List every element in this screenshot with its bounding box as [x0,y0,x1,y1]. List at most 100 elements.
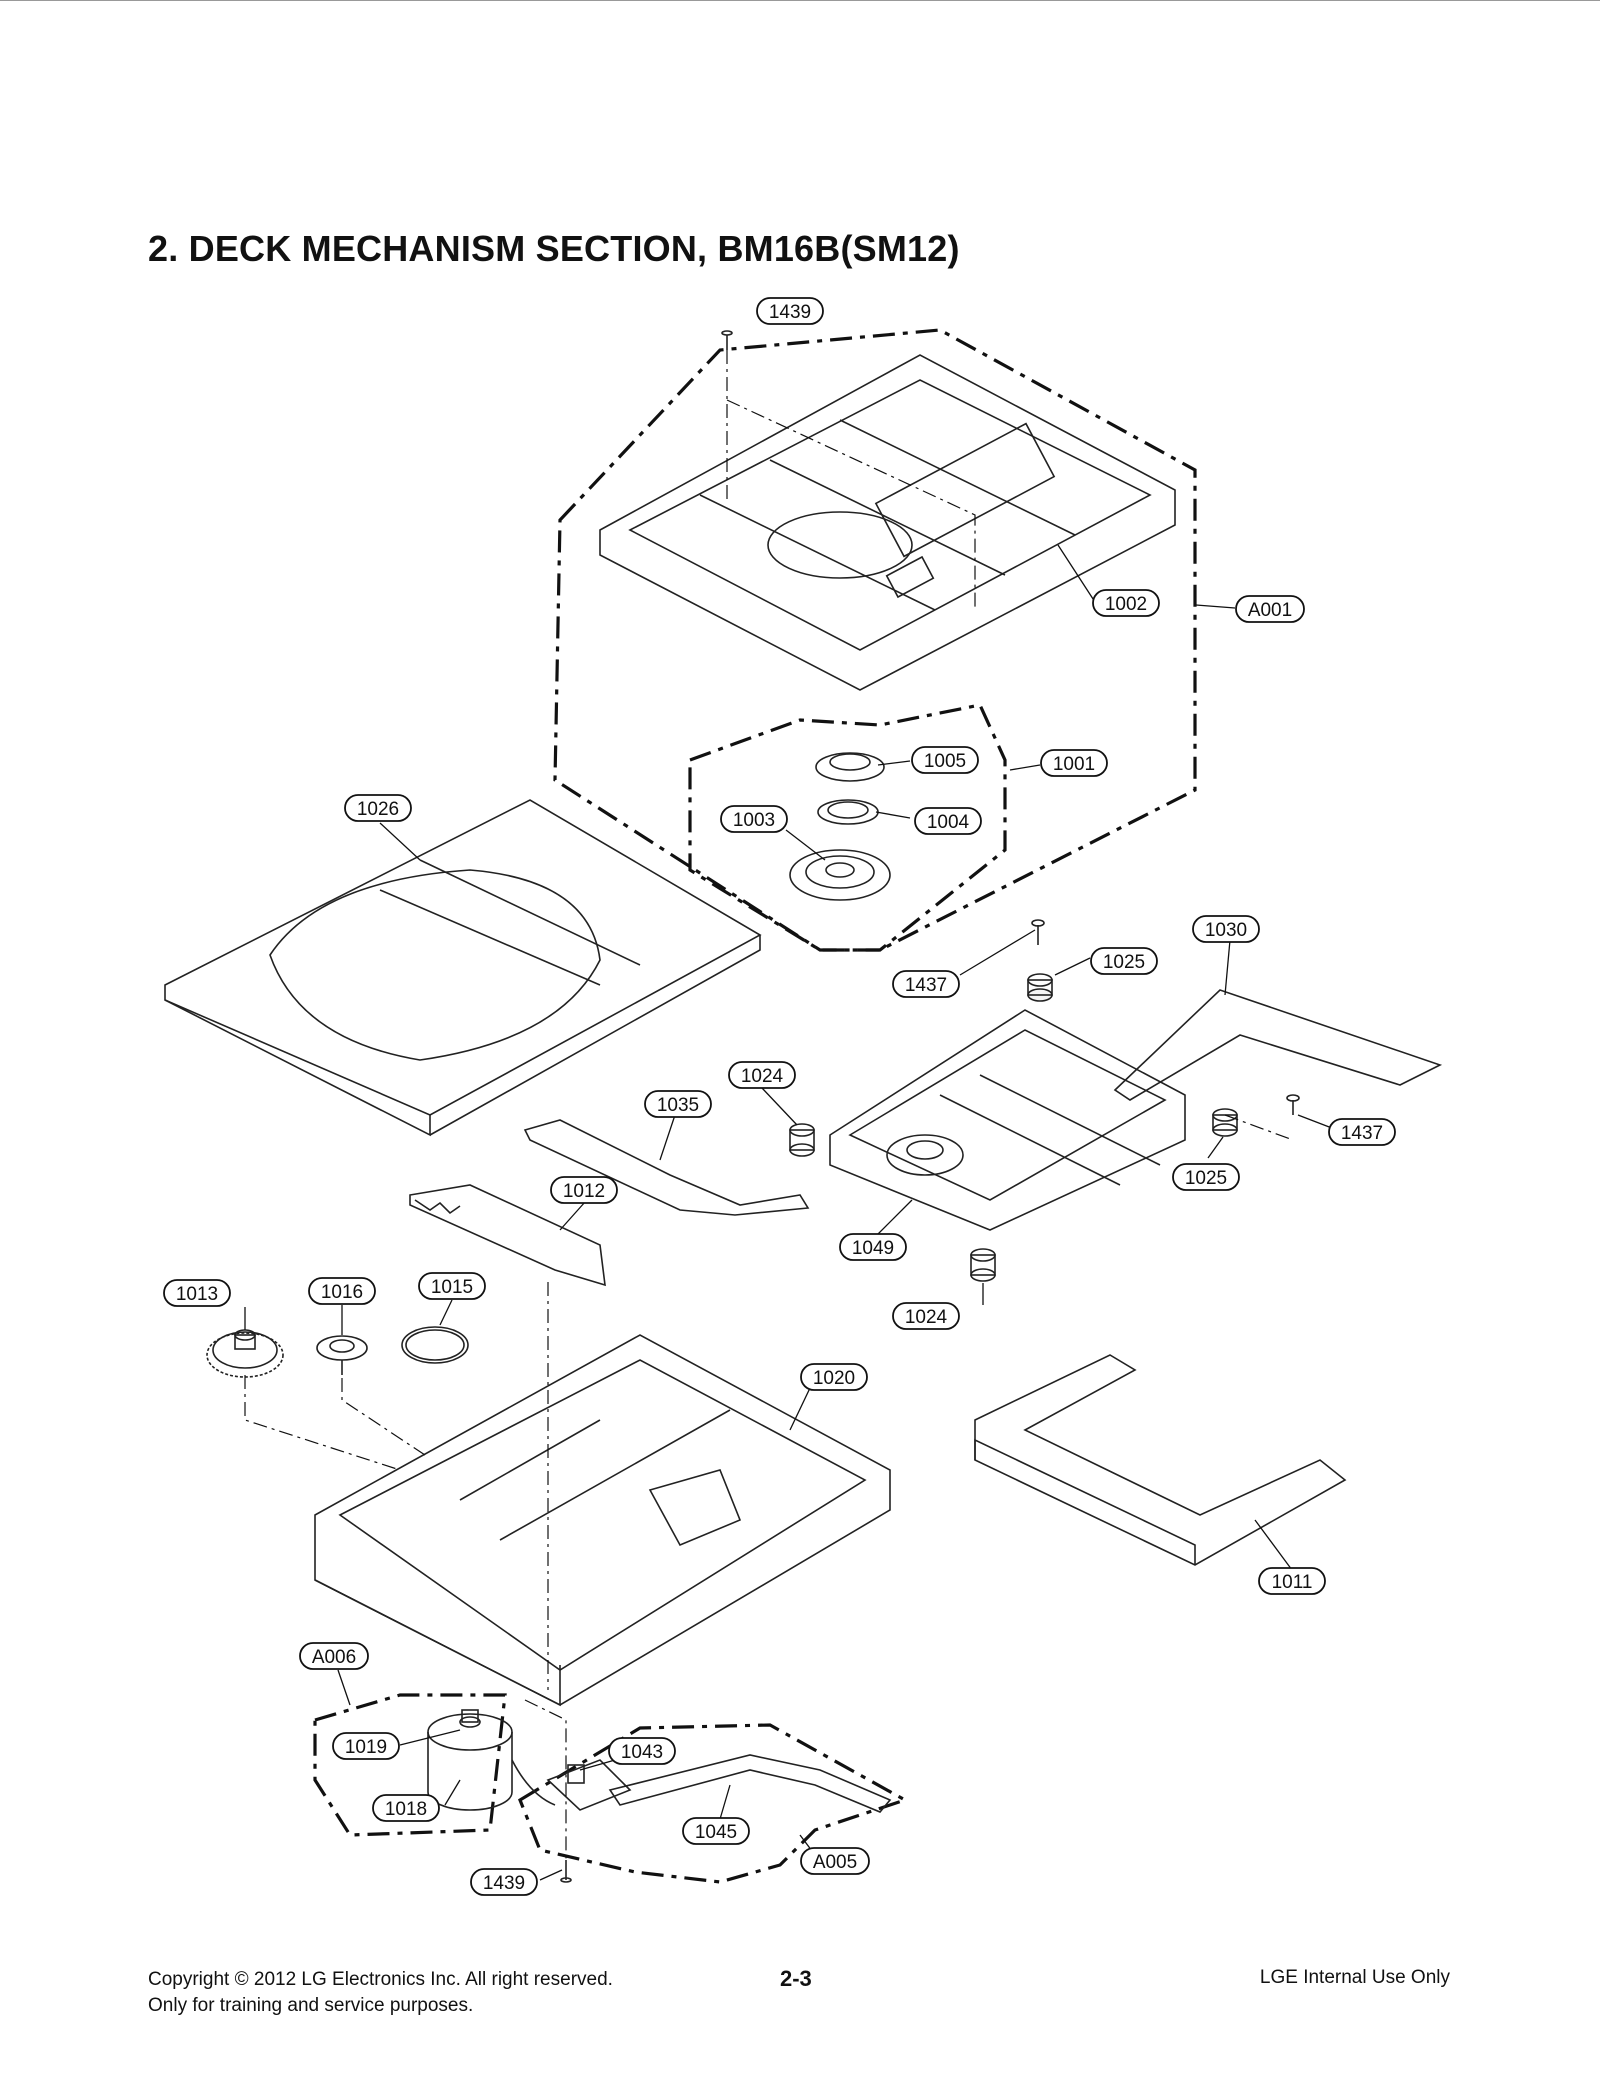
callout-1049: 1049 [839,1233,907,1261]
callout-1015: 1015 [418,1272,486,1300]
motor-part-1018 [427,1713,513,1811]
gear-part-1013 [206,1329,284,1378]
svg-text:1024: 1024 [905,1307,948,1328]
switch-pcb-part-1043 [546,1759,632,1811]
svg-text:1025: 1025 [1103,952,1145,973]
assembly-boundary-a001 [553,328,1197,952]
callout-1011: 1011 [1258,1567,1326,1595]
motor-wire [511,1759,556,1806]
callout-1005: 1005 [911,746,979,774]
clamper-base-part-1003 [789,849,891,901]
svg-text:1011: 1011 [1272,1572,1313,1593]
callout-1437-top: 1437 [892,970,960,998]
svg-text:1024: 1024 [741,1066,784,1087]
flat-cable-part-1045 [608,1754,892,1813]
svg-text:1003: 1003 [733,810,775,831]
svg-text:1019: 1019 [345,1737,387,1758]
footer-purpose: Only for training and service purposes. [148,1995,474,2016]
callout-1024-bottom: 1024 [892,1302,960,1330]
leader-lines [244,544,1338,1881]
callout-1002: 1002 [1092,589,1160,617]
svg-text:1005: 1005 [924,751,966,772]
callout-1035: 1035 [644,1090,712,1118]
footer-notice: LGE Internal Use Only [1259,1967,1450,1988]
screw-part-1437-right [1286,1094,1300,1115]
svg-text:1002: 1002 [1105,594,1147,615]
assembly-line-pulley [341,1378,426,1456]
svg-text:1035: 1035 [657,1095,699,1116]
callout-1020: 1020 [800,1363,868,1391]
svg-text:1043: 1043 [621,1742,663,1763]
callout-1001: 1001 [1040,749,1108,777]
callout-1003: 1003 [720,805,788,833]
callout-a005: A005 [800,1847,870,1875]
magnet-ring-part-1004 [817,799,879,825]
callout-1437-right: 1437 [1328,1118,1396,1146]
slider-part-1012 [409,1184,606,1287]
svg-text:1437: 1437 [1341,1123,1383,1144]
screw-part-1437-top [1031,919,1045,945]
disc-tray-part-1026 [164,799,762,1137]
callout-1018: 1018 [372,1794,440,1822]
callout-1004: 1004 [914,807,982,835]
callout-1025-right: 1025 [1172,1163,1240,1191]
assembly-boundary-1001 [688,703,1007,952]
clamper-part-1005 [815,752,885,782]
callout-1013: 1013 [163,1279,231,1307]
flat-cable-part-1030 [1113,989,1443,1101]
page-number: 2-3 [780,1966,812,1991]
main-base-part-1020 [314,1334,891,1707]
callout-1024-left: 1024 [728,1061,796,1089]
assembly-line-right-screw [1224,1114,1294,1141]
belt-part-1015 [401,1326,469,1364]
top-rule [0,0,1600,1]
callout-1030: 1030 [1192,915,1260,943]
callout-1019: 1019 [332,1732,400,1760]
damper-part-1024-bottom [970,1248,996,1282]
top-cover-part-1002 [599,354,1176,691]
callout-a001: A001 [1235,595,1305,623]
screw-part-1439-bottom [560,1860,572,1883]
callout-1043: 1043 [608,1737,676,1765]
svg-text:1437: 1437 [905,975,947,996]
svg-text:1001: 1001 [1053,754,1095,775]
callout-1439: 1439 [756,297,824,325]
svg-text:1004: 1004 [927,812,970,833]
callout-1026: 1026 [344,794,412,822]
callout-1045: 1045 [682,1817,750,1845]
damper-part-1025-right [1212,1108,1238,1137]
footer-copyright: Copyright © 2012 LG Electronics Inc. All… [148,1969,613,1990]
svg-text:1025: 1025 [1185,1168,1227,1189]
assembly-boundary-a005 [518,1723,909,1884]
callout-a006: A006 [299,1642,369,1670]
callout-1016: 1016 [308,1277,376,1305]
svg-text:1015: 1015 [431,1277,473,1298]
svg-text:1439: 1439 [483,1873,525,1894]
svg-text:1013: 1013 [176,1284,218,1305]
screw-part-1439-top [721,330,733,350]
svg-text:1049: 1049 [852,1238,894,1259]
assembly-line-motor [524,1699,567,1860]
footer-copyright-block: Copyright © 2012 LG Electronics Inc. All… [148,1967,613,2019]
frame-part-1011 [974,1354,1347,1566]
pulley-part-1016 [316,1335,368,1375]
svg-text:1030: 1030 [1205,920,1247,941]
traverse-unit-part-1049 [829,1009,1186,1231]
damper-part-1025-top [1027,973,1053,1002]
svg-text:A006: A006 [312,1647,356,1668]
svg-text:1012: 1012 [563,1181,605,1202]
page-title: 2. DECK MECHANISM SECTION, BM16B(SM12) [148,228,960,269]
svg-text:A005: A005 [813,1852,857,1873]
flat-cable-part-1035 [523,1119,810,1216]
svg-text:1026: 1026 [357,799,399,820]
callout-1025-top: 1025 [1090,947,1158,975]
svg-text:1018: 1018 [385,1799,427,1820]
callout-1439-bottom: 1439 [470,1868,538,1896]
damper-part-1024-left [789,1123,815,1157]
assembly-boundary-a006 [313,1693,507,1837]
callout-1012: 1012 [550,1176,618,1204]
svg-text:A001: A001 [1248,600,1292,621]
svg-text:1045: 1045 [695,1822,737,1843]
svg-text:1016: 1016 [321,1282,363,1303]
